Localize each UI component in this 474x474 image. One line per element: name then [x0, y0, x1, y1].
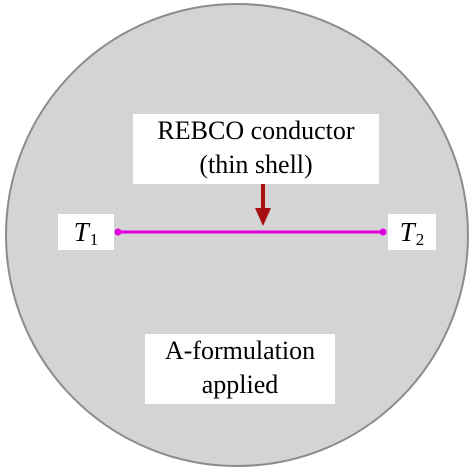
region-label: A-formulation applied [145, 334, 335, 404]
t2-label: T2 [388, 214, 436, 250]
region-label-line1: A-formulation [164, 336, 316, 365]
conductor-endpoint-t2 [379, 228, 387, 236]
t1-symbol: T [73, 217, 89, 247]
t2-subscript: 2 [415, 230, 425, 249]
t2-symbol: T [399, 217, 415, 247]
down-arrow-icon [255, 208, 271, 226]
conductor-label-line2: (thin shell) [199, 150, 313, 179]
t1-subscript: 1 [89, 230, 99, 249]
conductor-label-line1: REBCO conductor [157, 116, 355, 145]
conductor-endpoint-t1 [114, 228, 122, 236]
t1-label: T1 [58, 214, 114, 250]
region-label-line2: applied [201, 370, 279, 399]
conductor-label: REBCO conductor (thin shell) [133, 114, 379, 184]
